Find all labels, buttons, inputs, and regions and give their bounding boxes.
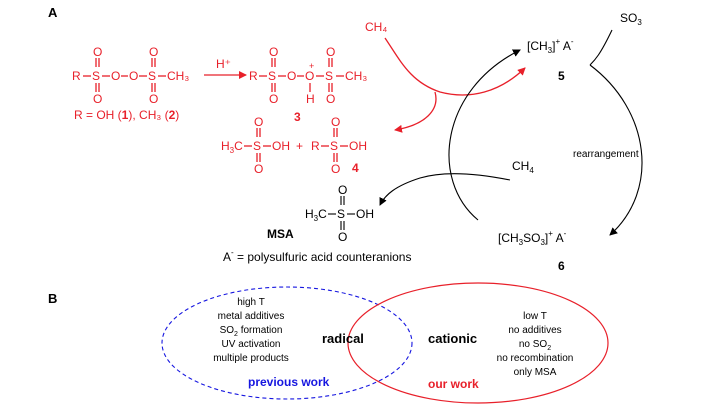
right-item: low T: [523, 311, 547, 322]
previous-work-caption: previous work: [248, 375, 330, 389]
right-item: only MSA: [514, 367, 557, 378]
svg-text:O: O: [269, 45, 278, 59]
previous-work-ellipse: [161, 286, 413, 400]
svg-text:O: O: [93, 45, 102, 59]
left-item: metal additives: [218, 311, 285, 322]
cation-6: [CH3SO3]+ A-: [498, 229, 567, 247]
cationic-label: cationic: [428, 331, 477, 346]
reactant-definition: R = OH (1), CH₃ (2): [74, 108, 179, 122]
svg-text:S: S: [337, 207, 345, 221]
rearrangement-arrow: [589, 64, 643, 236]
right-item: no SO2: [519, 339, 551, 352]
left-item: high T: [237, 297, 265, 308]
methyl-transfer-arrow: [379, 173, 511, 206]
proton-h: H: [306, 92, 315, 106]
our-work-ellipse: [347, 282, 609, 404]
msa-label: MSA: [267, 227, 294, 241]
svg-text:O: O: [254, 162, 263, 176]
panel-b-label: B: [48, 291, 57, 306]
svg-text:O: O: [269, 92, 278, 106]
methane-top: CH₄: [365, 20, 387, 34]
rearrangement-label: rearrangement: [573, 149, 639, 160]
compound-3-label: 3: [294, 110, 301, 124]
svg-text:O: O: [93, 92, 102, 106]
methylation-arrow: [384, 37, 526, 96]
svg-text:O: O: [338, 230, 347, 244]
svg-text:S: S: [268, 69, 276, 83]
cycle-return-arrow: [448, 49, 521, 221]
acid-label: H⁺: [216, 57, 231, 71]
svg-text:O: O: [111, 69, 120, 83]
svg-text:O: O: [149, 45, 158, 59]
radical-label: radical: [322, 331, 364, 346]
left-item: SO2 formation: [220, 325, 283, 338]
compound-4-label: 4: [352, 161, 359, 175]
svg-text:OH: OH: [272, 139, 290, 153]
cleavage-arrow: [394, 91, 437, 133]
right-item: no recombination: [497, 353, 574, 364]
svg-text:S: S: [330, 139, 338, 153]
svg-text:R: R: [249, 69, 258, 83]
compound-6-label: 6: [558, 259, 565, 273]
svg-text:S: S: [148, 69, 156, 83]
products-plus: +: [296, 139, 303, 153]
cation-5: [CH3]+ A-: [527, 37, 574, 55]
svg-text:CH₃: CH₃: [345, 69, 367, 83]
product-msa-red: H3C S O O OH: [221, 115, 290, 176]
svg-text:O: O: [305, 69, 314, 83]
svg-text:+: +: [309, 61, 314, 71]
panel-a-label: A: [48, 5, 58, 20]
left-items: high T metal additives SO2 formation UV …: [213, 297, 289, 364]
right-items: low T no additives no SO2 no recombinati…: [497, 311, 574, 378]
svg-text:O: O: [129, 69, 138, 83]
svg-text:S: S: [92, 69, 100, 83]
svg-text:O: O: [331, 162, 340, 176]
svg-text:O: O: [331, 115, 340, 129]
svg-text:O: O: [326, 92, 335, 106]
msa-structure: H3C S O O OH: [305, 183, 374, 244]
svg-text:OH: OH: [356, 207, 374, 221]
intermediate-3: R S O O O O + H S O O CH₃: [249, 45, 367, 106]
svg-text:S: S: [325, 69, 333, 83]
svg-text:OH: OH: [349, 139, 367, 153]
svg-text:H3C: H3C: [221, 139, 243, 155]
svg-text:S: S: [253, 139, 261, 153]
svg-text:O: O: [326, 45, 335, 59]
svg-text:H3C: H3C: [305, 207, 327, 223]
left-item: multiple products: [213, 353, 289, 364]
right-item: no additives: [508, 325, 561, 336]
so3-reagent: SO3: [620, 11, 642, 27]
svg-text:O: O: [149, 92, 158, 106]
our-work-caption: our work: [428, 377, 479, 391]
reactant-methyl: CH₃: [167, 69, 189, 83]
reactant-r: R: [72, 69, 81, 83]
counterion-note: A- = polysulfuric acid counteranions: [223, 248, 411, 264]
reactant-peroxide: R S O O O O S O O CH₃: [72, 45, 189, 106]
svg-text:O: O: [254, 115, 263, 129]
compound-5-label: 5: [558, 69, 565, 83]
svg-text:O: O: [338, 183, 347, 197]
product-rso3h-4: R S O O OH: [311, 115, 367, 176]
methane-cycle: CH4: [512, 159, 534, 175]
svg-text:R: R: [311, 139, 320, 153]
svg-text:O: O: [287, 69, 296, 83]
left-item: UV activation: [222, 339, 281, 350]
